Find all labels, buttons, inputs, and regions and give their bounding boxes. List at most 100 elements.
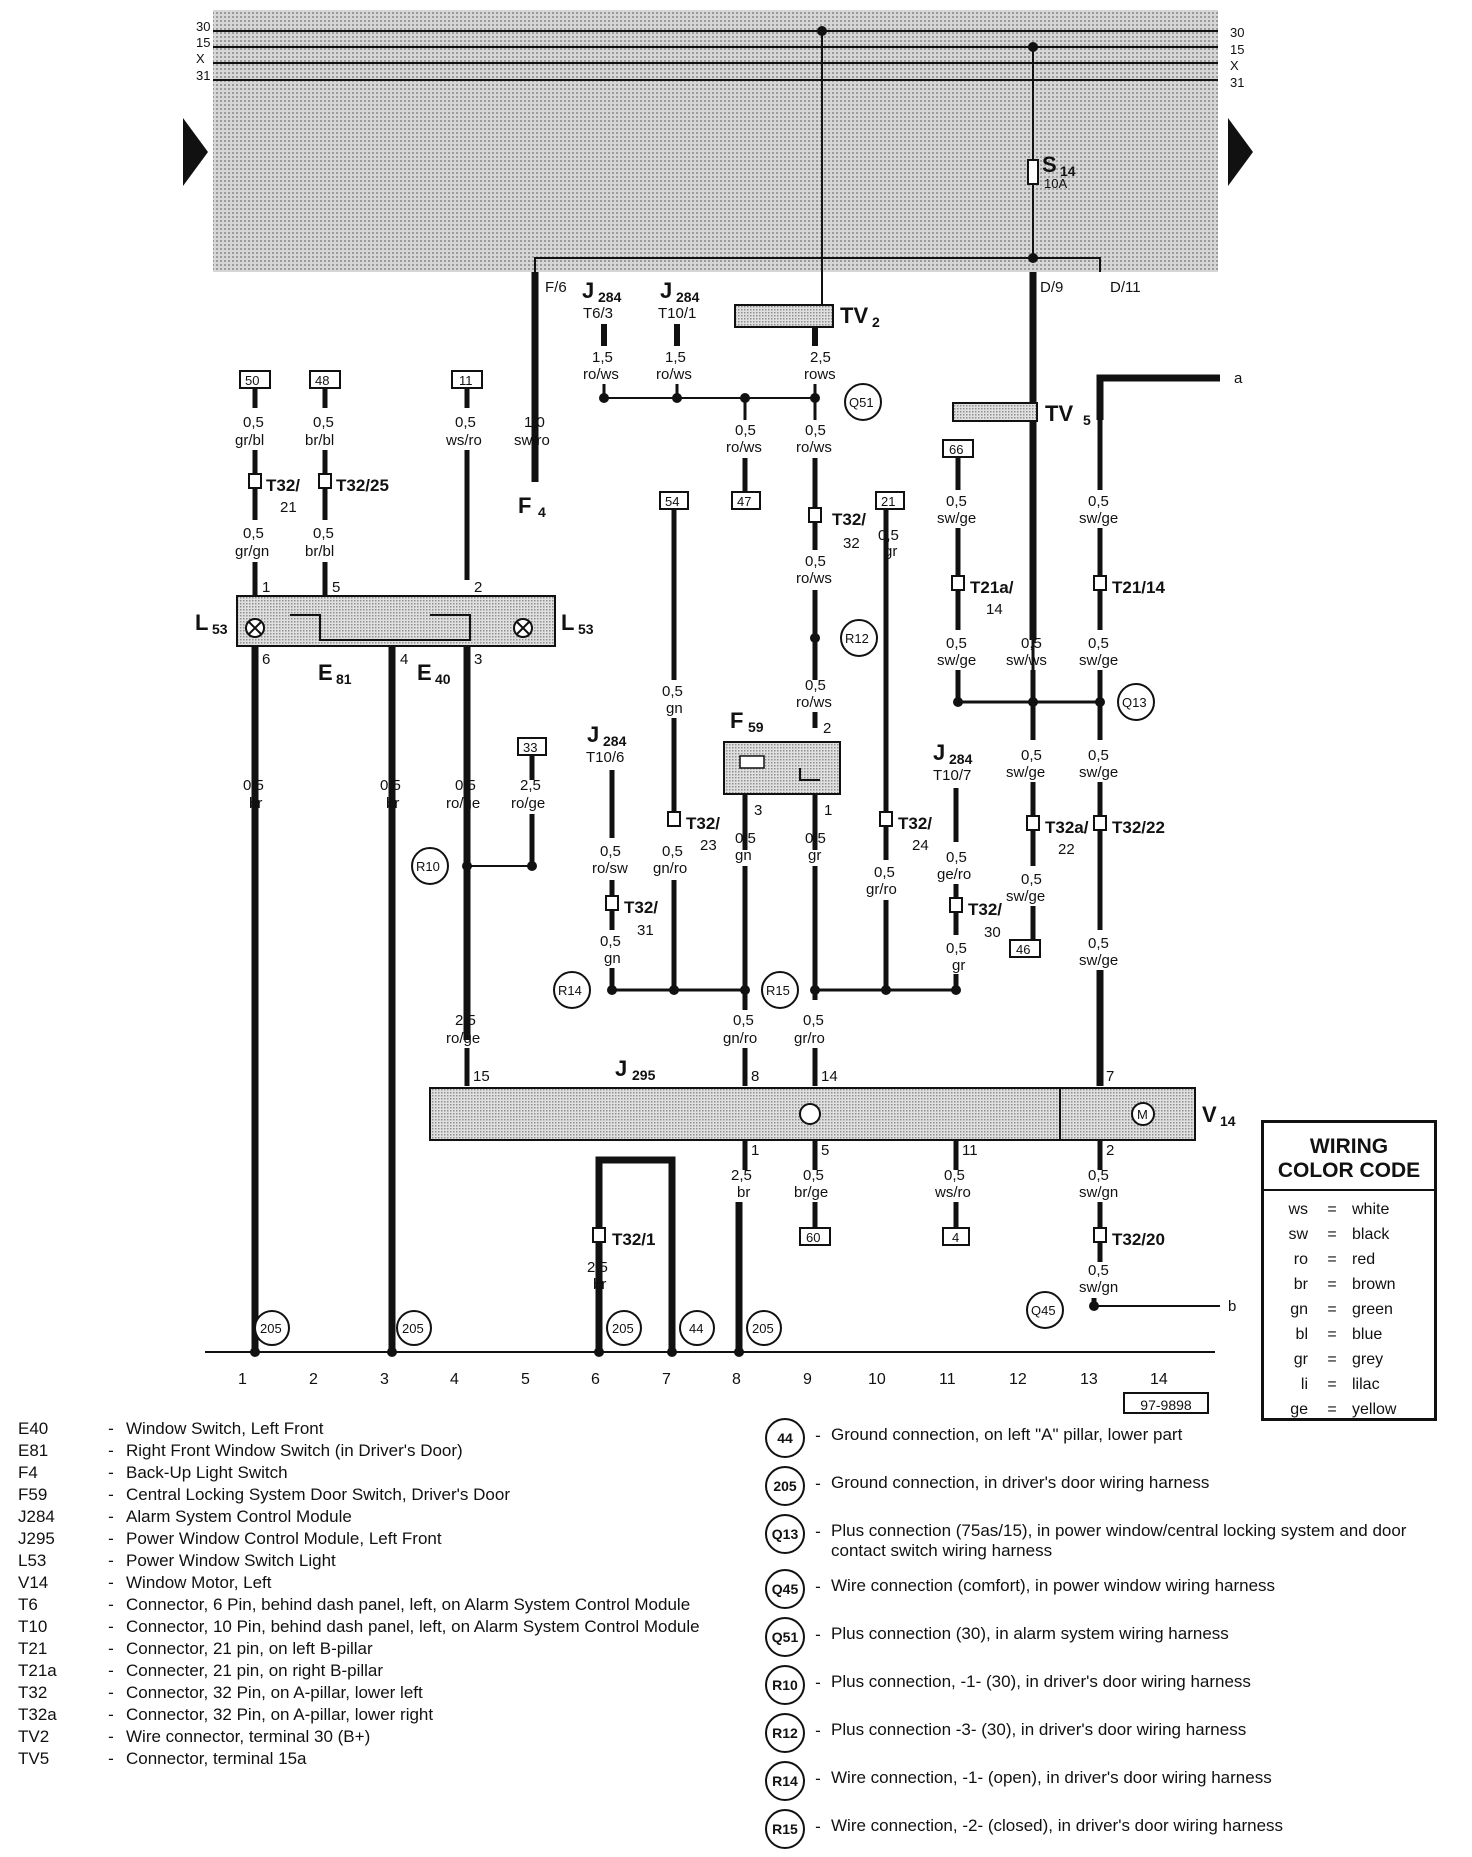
color-abbrev: ro — [1293, 1250, 1308, 1268]
conn-t32-20: T32/20 — [1112, 1230, 1165, 1249]
fuse-s14-rating: 10A — [1044, 176, 1067, 191]
pin-j295-15: 15 — [473, 1068, 490, 1085]
color-abbrev: gn — [1290, 1300, 1308, 1318]
legend-item: T21-Connector, 21 pin, on left B-pillar — [10, 1638, 730, 1660]
legend-code: T21a — [18, 1661, 57, 1680]
connector-tv2-name: TV — [840, 303, 868, 328]
legend-connection-code: 205 — [765, 1466, 805, 1506]
color-code-divider — [1264, 1189, 1434, 1191]
color-equals: = — [1327, 1400, 1337, 1418]
legend-code: E40 — [18, 1419, 49, 1438]
legend-item: E40-Window Switch, Left Front — [10, 1418, 730, 1440]
color-name: blue — [1352, 1325, 1383, 1343]
legend-dash: - — [108, 1595, 114, 1614]
legend-code: F4 — [18, 1463, 38, 1482]
box-50-label: 50 — [245, 373, 259, 388]
wire-w15-color: sw/ge — [937, 652, 976, 669]
component-v14: V — [1202, 1102, 1217, 1127]
wire-w44-size: 2,5 — [587, 1259, 608, 1276]
wire-w14-color: sw/ge — [937, 510, 976, 527]
wire-w25-color: ro/sw — [592, 860, 628, 877]
box-48-label: 48 — [315, 373, 329, 388]
wire-w16-color: sw/ge — [1079, 510, 1118, 527]
ground-205-a: 205 — [260, 1321, 282, 1336]
legend-item: T32-Connector, 32 Pin, on A-pillar, lowe… — [10, 1682, 730, 1704]
col-1: 1 — [238, 1371, 247, 1388]
wire-w32-color: sw/ge — [1079, 764, 1118, 781]
wire-w20-color: ro/ws — [796, 694, 832, 711]
legend-dash: - — [108, 1529, 114, 1548]
color-name: grey — [1352, 1350, 1384, 1368]
col-14: 14 — [1150, 1371, 1168, 1388]
color-equals: = — [1327, 1200, 1337, 1218]
conn-t32-30: T32/ — [968, 900, 1002, 919]
legend-desc: Window Switch, Left Front — [126, 1419, 324, 1438]
color-equals: = — [1327, 1375, 1337, 1393]
conn-t32-21b: 21 — [280, 499, 297, 516]
bus-label-31-right: 31 — [1230, 75, 1244, 90]
color-abbrev: br — [1293, 1275, 1308, 1293]
col-13: 13 — [1080, 1371, 1098, 1388]
wire-w29-size: 0,5 — [874, 864, 895, 881]
legend-desc: Connector, 32 Pin, on A-pillar, lower ri… — [126, 1705, 434, 1724]
pin-f59-1: 1 — [824, 802, 832, 819]
conn-t32-32: T32/ — [832, 510, 866, 529]
conn-t32-24b: 24 — [912, 837, 929, 854]
legend-connection-desc: Plus connection (75as/15), in power wind… — [831, 1521, 1407, 1560]
color-equals: = — [1327, 1225, 1337, 1243]
wire-w5-color: ro/ws — [583, 366, 619, 383]
box-4-label: 4 — [952, 1230, 959, 1245]
wire-w31-color: sw/ge — [1006, 764, 1045, 781]
conn-t32-31b: 31 — [637, 922, 654, 939]
node-r14: R14 — [558, 983, 582, 998]
legend-connection-desc: Wire connection (comfort), in power wind… — [831, 1576, 1276, 1595]
pin-5: 5 — [332, 579, 340, 596]
connector-d9: D/9 — [1040, 279, 1063, 296]
wire-w39-color: gr/ro — [794, 1030, 825, 1047]
j284-d-sub: 284 — [949, 751, 973, 767]
pin-j295-2: 2 — [1106, 1142, 1114, 1159]
component-f4: F — [518, 493, 531, 518]
pin-j295-5: 5 — [821, 1142, 829, 1159]
col-11: 11 — [939, 1371, 956, 1388]
legend-connection-item: R14-Wire connection, -1- (open), in driv… — [765, 1761, 1465, 1801]
component-l53-left-sub: 53 — [212, 621, 228, 637]
box-47-label: 47 — [737, 494, 751, 509]
legend-connection-desc: Wire connection, -2- (closed), in driver… — [831, 1816, 1284, 1835]
color-code-row: gr=grey — [1264, 1347, 1434, 1372]
wire-w23-size: 0,5 — [455, 777, 476, 794]
legend-code: TV2 — [18, 1727, 50, 1746]
wire-w8-color: ro/ws — [726, 439, 762, 456]
fuse-s14-sub: 14 — [1060, 163, 1076, 179]
legend-code: T32a — [18, 1705, 57, 1724]
box-54-label: 54 — [665, 494, 679, 509]
component-e40: E — [417, 660, 432, 685]
conn-t32a-22b: 22 — [1058, 841, 1075, 858]
legend-connection-item: R12-Plus connection -3- (30), in driver'… — [765, 1713, 1465, 1753]
wire-w44-color: br — [593, 1276, 606, 1293]
wire-w7-size: 2,5 — [810, 349, 831, 366]
legend-dash: - — [108, 1661, 114, 1680]
legend-connection-item: R15-Wire connection, -2- (closed), in dr… — [765, 1809, 1465, 1849]
conn-t32-25: T32/25 — [336, 476, 389, 495]
conn-t32-21: T32/ — [266, 476, 300, 495]
legend-desc: Central Locking System Door Switch, Driv… — [126, 1485, 510, 1504]
col-9: 9 — [803, 1371, 812, 1388]
node-r12: R12 — [845, 631, 869, 646]
bus-label-30: 30 — [196, 19, 210, 34]
color-equals: = — [1327, 1325, 1337, 1343]
wire-w3-color: ws/ro — [445, 432, 482, 449]
wire-w19-size: 0,5 — [662, 683, 683, 700]
wire-w35-size: 0,5 — [1021, 871, 1042, 888]
fuse-s14-name: S — [1042, 152, 1057, 177]
legend-code: F59 — [18, 1485, 48, 1504]
legend-dash: - — [815, 1769, 821, 1788]
j284-d: J — [933, 740, 945, 765]
wire-w40-color: br — [737, 1184, 750, 1201]
color-code-row: gn=green — [1264, 1297, 1434, 1322]
component-f59-sub: 59 — [748, 719, 764, 735]
wire-w15-size: 0,5 — [946, 635, 967, 652]
wire-w25-size: 0,5 — [600, 843, 621, 860]
